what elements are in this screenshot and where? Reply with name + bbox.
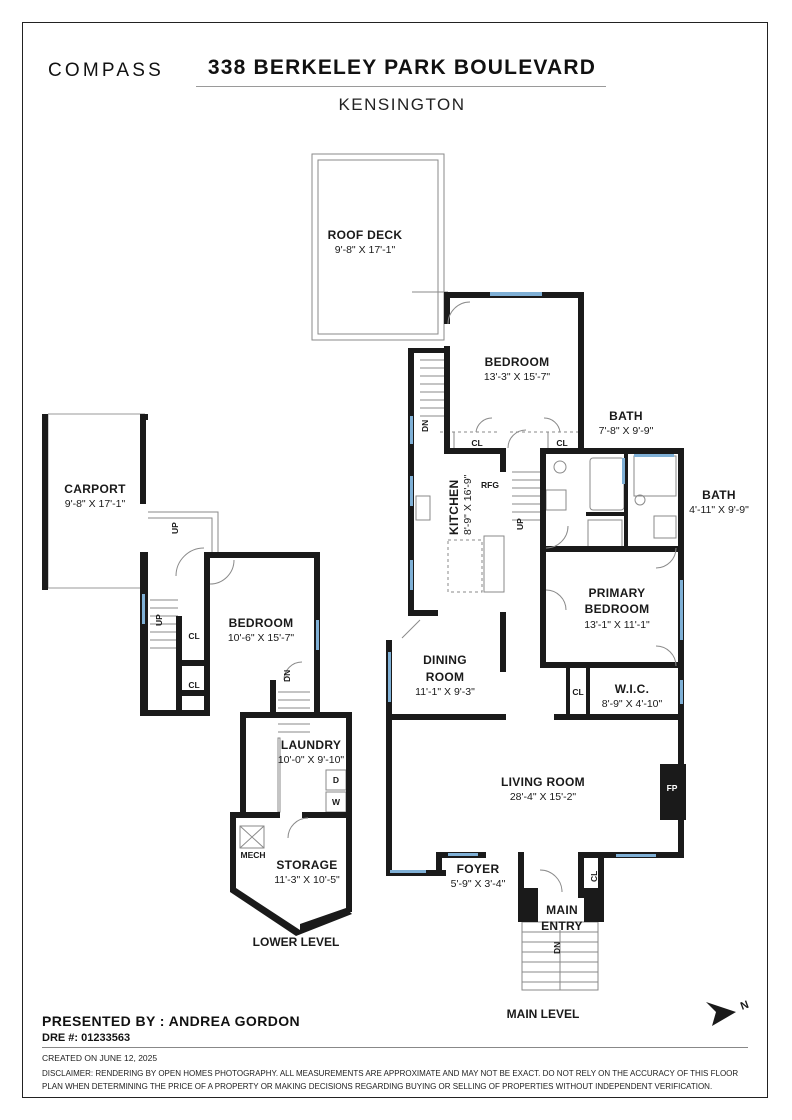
dining-room-dims: 11'-1" X 9'-3" <box>415 686 475 698</box>
foyer-dims: 5'-9" X 3'-4" <box>451 878 506 890</box>
fixture-labels: CL CL CL CL CL CL RFG FP MECH D W UP UP … <box>154 420 678 954</box>
stair-up-label: UP <box>515 518 525 530</box>
refrigerator-label: RFG <box>481 480 499 490</box>
bath-1-dims: 7'-8" X 9'-9" <box>599 425 654 437</box>
kitchen-label: KITCHEN <box>447 480 461 535</box>
main-entry-label-2: ENTRY <box>541 919 583 933</box>
dre-number: DRE #: 01233563 <box>42 1032 131 1044</box>
closet-label: CL <box>471 438 482 448</box>
stair-down-label: DN <box>552 942 562 954</box>
footer-divider <box>42 1047 748 1048</box>
door-swings <box>175 301 677 893</box>
closet-label: CL <box>572 687 583 697</box>
primary-bedroom-label-2: BEDROOM <box>585 602 650 616</box>
dining-room-label-2: ROOM <box>426 670 465 684</box>
compass-logo: COMPASS <box>48 60 165 81</box>
stair-down-label: DN <box>420 420 430 432</box>
title-divider <box>196 86 606 87</box>
lower-level-label: LOWER LEVEL <box>253 935 340 949</box>
windows <box>142 292 683 873</box>
living-room-label: LIVING ROOM <box>501 775 585 789</box>
roof-deck-label: ROOF DECK <box>328 228 403 242</box>
wic-label: W.I.C. <box>615 682 649 696</box>
bath-2-dims: 4'-11" X 9'-9" <box>689 504 749 516</box>
north-arrow-icon: N <box>706 999 751 1026</box>
north-letter: N <box>739 999 751 1013</box>
main-level-label: MAIN LEVEL <box>507 1007 580 1021</box>
living-room-dims: 28'-4" X 15'-2" <box>510 791 577 803</box>
mech-label: MECH <box>240 850 265 860</box>
carport-label: CARPORT <box>64 482 126 496</box>
primary-bedroom-dims: 13'-1" X 11'-1" <box>584 619 650 631</box>
laundry-dims: 10'-0" X 9'-10" <box>278 754 345 766</box>
upper-bedroom-dims: 13'-3" X 15'-7" <box>484 371 551 383</box>
primary-bedroom-label-1: PRIMARY <box>589 586 646 600</box>
dryer-label: D <box>333 775 339 785</box>
kitchen-dims: 8'-9" X 16'-9" <box>462 474 474 535</box>
neighborhood: KENSINGTON <box>338 95 466 114</box>
upper-bedroom-label: BEDROOM <box>485 355 550 369</box>
stair-up-label: UP <box>154 614 164 626</box>
wic-dims: 8'-9" X 4'-10" <box>602 698 663 710</box>
property-address: 338 BERKELEY PARK BOULEVARD <box>207 56 597 79</box>
storage-label: STORAGE <box>276 858 337 872</box>
stair-up-label: UP <box>170 522 180 534</box>
disclaimer: DISCLAIMER: RENDERING BY OPEN HOMES PHOT… <box>42 1069 739 1091</box>
stair-down-label: DN <box>282 670 292 682</box>
bath-2-label: BATH <box>702 488 736 502</box>
closet-label: CL <box>589 871 599 882</box>
lower-bedroom-label: BEDROOM <box>229 616 294 630</box>
closet-label: CL <box>188 631 199 641</box>
presented-by: PRESENTED BY : ANDREA GORDON <box>42 1013 301 1029</box>
room-labels: ROOF DECK 9'-8" X 17'-1" BEDROOM 13'-3" … <box>64 228 749 933</box>
created-date: CREATED ON JUNE 12, 2025 <box>42 1053 158 1063</box>
thin-lines <box>47 153 677 991</box>
fireplace-label: FP <box>667 783 678 793</box>
washer-label: W <box>332 797 341 807</box>
bath-1-label: BATH <box>609 409 643 423</box>
roof-deck-outline <box>311 153 445 341</box>
page-border <box>22 22 768 1098</box>
closet-label: CL <box>188 680 199 690</box>
storage-dims: 11'-3" X 10'-5" <box>274 874 340 886</box>
dining-room-label-1: DINING <box>423 653 467 667</box>
lower-bedroom-dims: 10'-6" X 15'-7" <box>228 632 295 644</box>
carport-dims: 9'-8" X 17'-1" <box>65 498 126 510</box>
main-entry-label-1: MAIN <box>546 903 578 917</box>
laundry-label: LAUNDRY <box>281 738 341 752</box>
roof-deck-dims: 9'-8" X 17'-1" <box>335 244 396 256</box>
foyer-label: FOYER <box>457 862 500 876</box>
level-labels: LOWER LEVEL MAIN LEVEL <box>253 935 580 1021</box>
closet-label: CL <box>556 438 567 448</box>
